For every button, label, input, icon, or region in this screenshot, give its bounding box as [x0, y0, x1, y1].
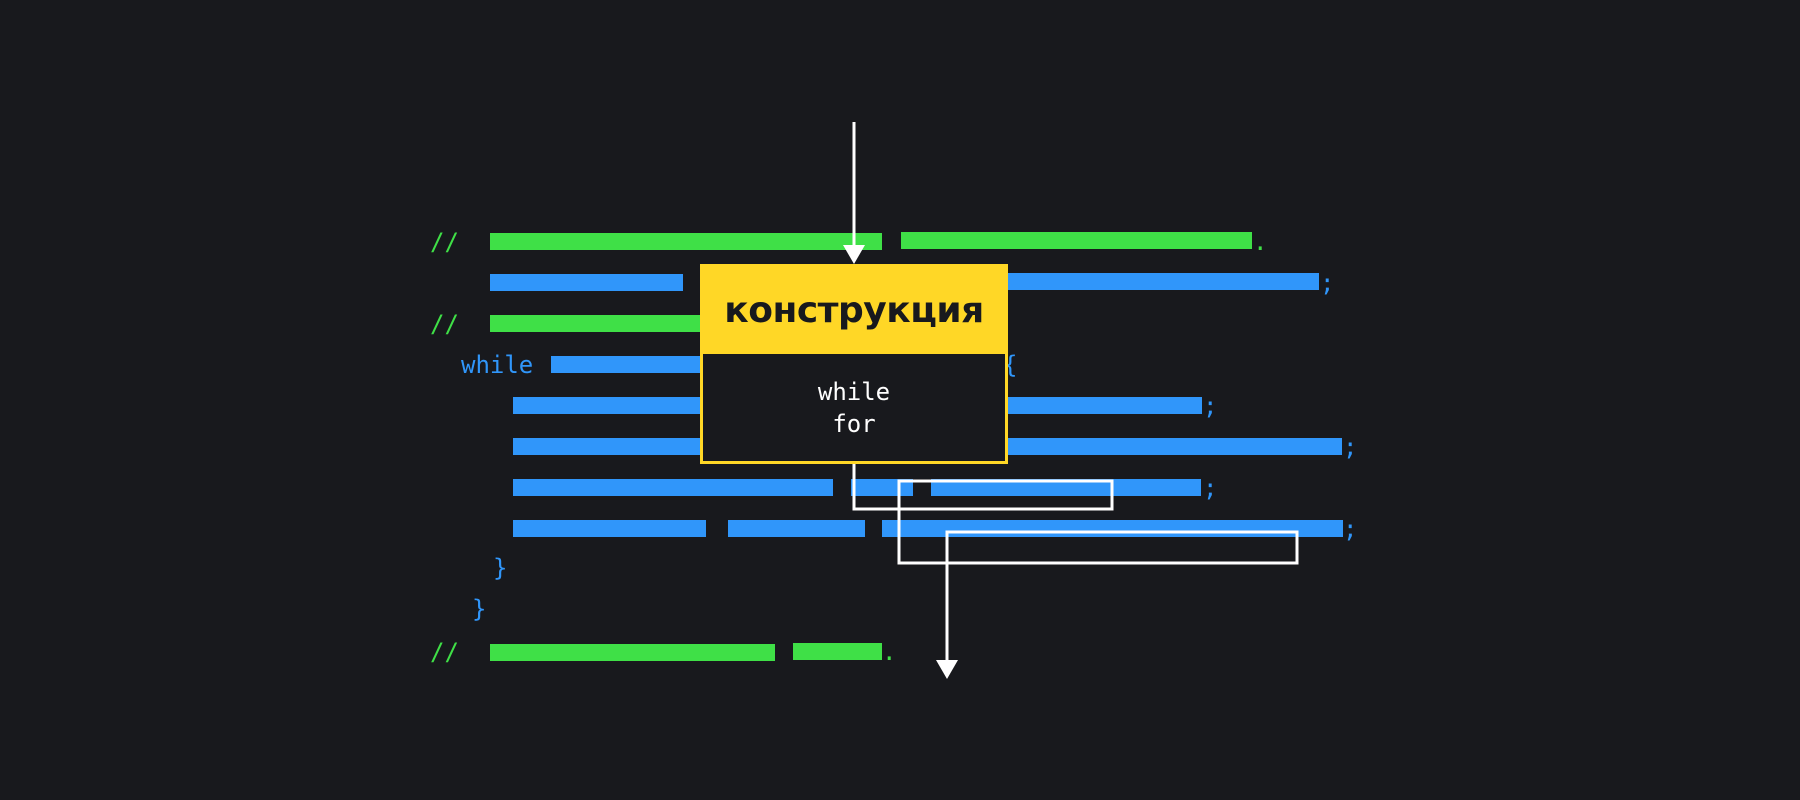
while-keyword: while — [461, 351, 534, 379]
comment-mark: // — [430, 310, 459, 338]
card-header: конструкция — [703, 267, 1005, 354]
line-end-semicolon: ; — [1343, 515, 1358, 543]
line-end-semicolon: ; — [1203, 392, 1218, 420]
close-brace: } — [472, 595, 487, 623]
card-keyword-for: for — [832, 409, 876, 438]
card-keyword-while: while — [817, 377, 891, 406]
entry-arrow-head — [843, 245, 865, 264]
loop-construct-card: конструкция while for — [700, 264, 1008, 464]
code-placeholder-bar — [901, 232, 1252, 249]
code-placeholder-bar — [513, 520, 706, 537]
code-placeholder-bar — [1005, 438, 1342, 455]
loop-path — [852, 464, 1299, 662]
comment-mark: // — [430, 228, 459, 256]
code-placeholder-bar — [490, 274, 683, 291]
exit-arrow-head — [936, 660, 958, 679]
line-end-semicolon: ; — [1203, 474, 1218, 502]
line-end-semicolon: ; — [1320, 269, 1335, 297]
line-end-period: . — [882, 638, 897, 666]
code-placeholder-bar — [490, 315, 705, 332]
code-placeholder-bar — [490, 644, 775, 661]
code-placeholder-bar — [513, 397, 705, 414]
code-placeholder-bar — [931, 479, 1201, 496]
code-placeholder-bar — [551, 356, 705, 373]
code-placeholder-bar — [1005, 397, 1202, 414]
comment-mark: // — [430, 638, 459, 666]
code-placeholder-bar — [513, 479, 833, 496]
close-brace: } — [493, 554, 508, 582]
code-placeholder-bar — [513, 438, 705, 455]
card-body: while for — [703, 354, 1005, 461]
card-title: конструкция — [724, 290, 984, 331]
code-placeholder-bar — [1005, 273, 1319, 290]
code-placeholder-bar — [793, 643, 882, 660]
line-end-semicolon: ; — [1343, 433, 1358, 461]
code-placeholder-bar — [490, 233, 882, 250]
line-end-period: . — [1253, 228, 1268, 256]
code-placeholder-bar — [728, 520, 865, 537]
